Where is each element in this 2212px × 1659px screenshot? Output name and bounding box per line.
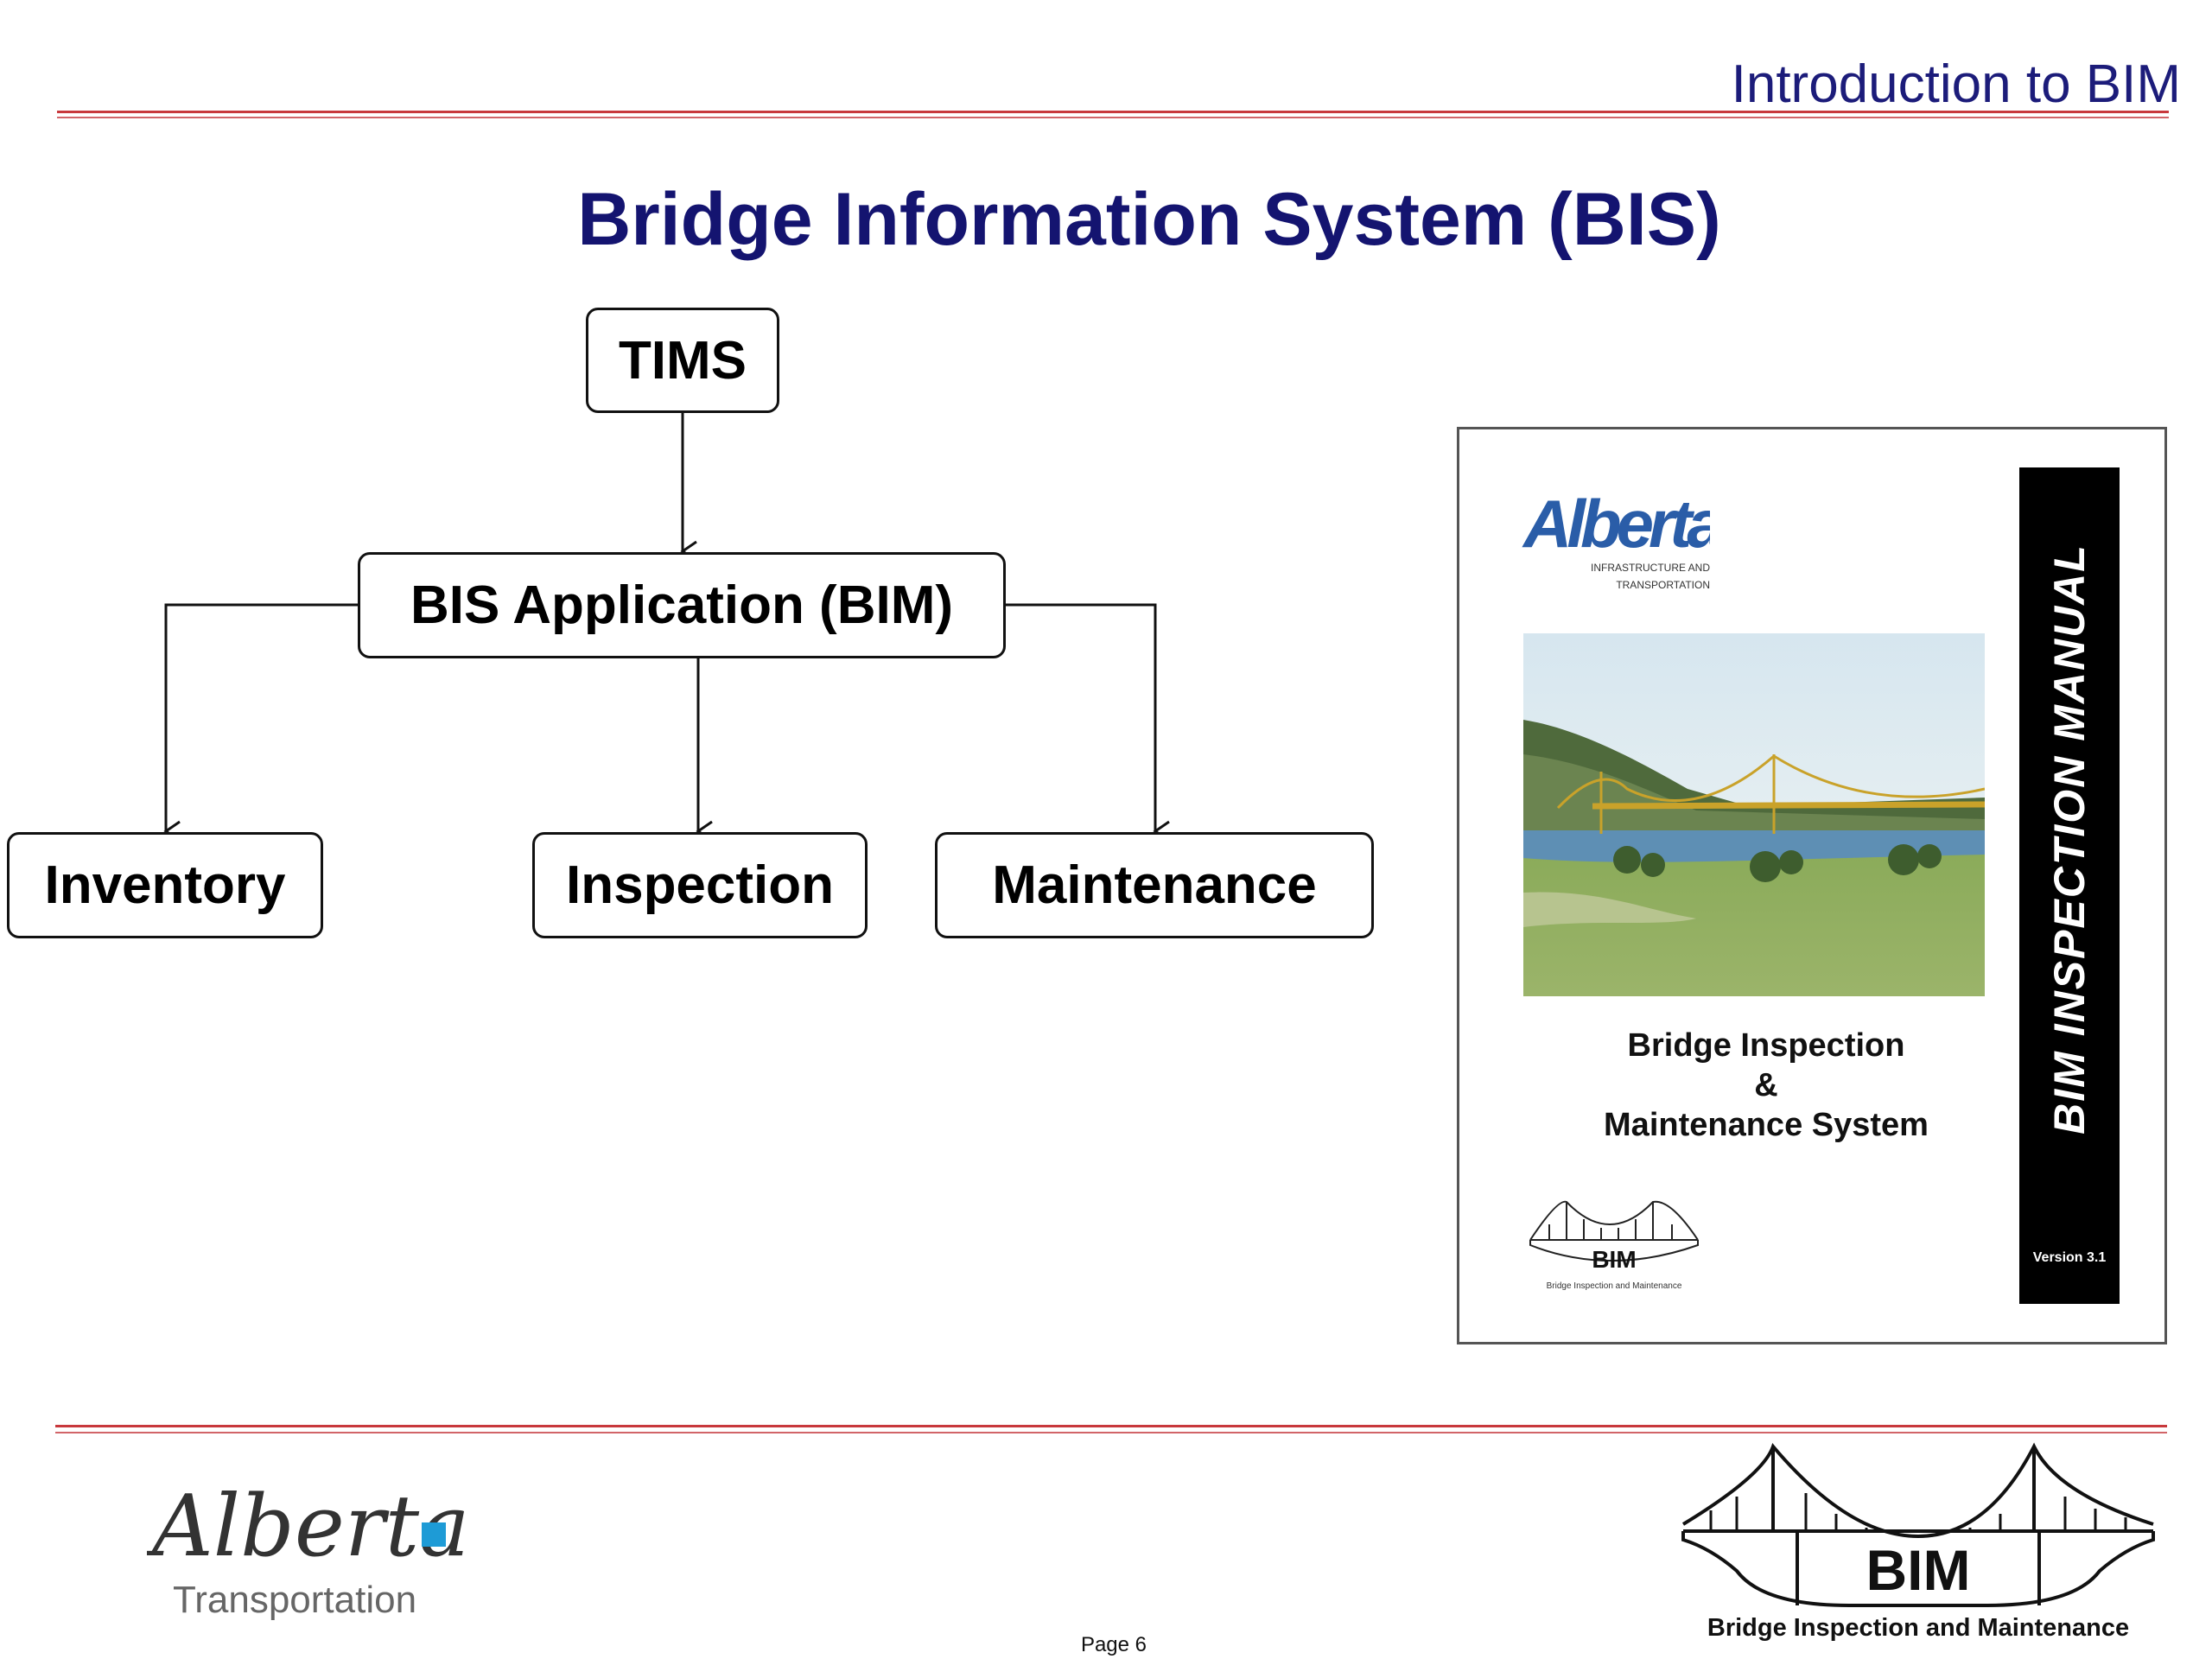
diagram-connectors bbox=[163, 413, 1170, 842]
footer-bim-caption: Bridge Inspection and Maintenance bbox=[1707, 1614, 2130, 1642]
node-maintenance: Maintenance bbox=[935, 832, 1374, 938]
edge-bis-inventory bbox=[163, 603, 358, 842]
node-bis-application: BIS Application (BIM) bbox=[358, 552, 1006, 658]
header-rule-secondary bbox=[57, 117, 2169, 118]
cover-title: Bridge Inspection & Maintenance System bbox=[1537, 1026, 1995, 1145]
cover-spine: BIM INSPECTION MANUAL Version 3.1 bbox=[2019, 467, 2120, 1304]
footer-rule-secondary bbox=[55, 1432, 2167, 1433]
section-title: Introduction to BIM bbox=[1731, 54, 2181, 114]
page-number: Page 6 bbox=[1080, 1633, 1147, 1656]
cover-bridge-photo bbox=[1523, 633, 1985, 996]
footer-alberta-logo-subtitle: Transportation bbox=[173, 1579, 416, 1621]
cover-bim-logo-caption: Bridge Inspection and Maintenance bbox=[1547, 1281, 1682, 1291]
cover-version: Version 3.1 bbox=[2032, 1250, 2107, 1265]
cover-alberta-logo: Alberta bbox=[1522, 486, 1710, 562]
cover-title-line3: Maintenance System bbox=[1604, 1107, 1929, 1143]
cover-logo-text: Alberta bbox=[1522, 486, 1710, 562]
footer-bim-logo-text: BIM bbox=[1866, 1538, 1971, 1602]
footer-alberta-logo-text: Alberta bbox=[147, 1478, 470, 1576]
cover-logo-subtitle: INFRASTRUCTURE AND TRANSPORTATION bbox=[1590, 562, 1710, 591]
node-inventory: Inventory bbox=[7, 832, 323, 938]
cover-title-line2: & bbox=[1754, 1067, 1778, 1103]
footer-alberta-accent bbox=[422, 1522, 446, 1547]
footer-rule bbox=[55, 1425, 2167, 1427]
footer-bim-logo: BIM bbox=[1681, 1442, 2155, 1607]
edge-bis-maintenance bbox=[1006, 603, 1170, 842]
footer-alberta-logo: Alberta Transportation bbox=[147, 1478, 470, 1621]
header-rule bbox=[57, 111, 2169, 113]
cover-bim-logo-text: BIM bbox=[1592, 1246, 1636, 1273]
node-tims: TIMS bbox=[586, 308, 779, 413]
cover-bim-logo: BIM Bridge Inspection and Maintenance bbox=[1529, 1200, 1699, 1291]
manual-cover-image: Alberta INFRASTRUCTURE AND TRANSPORTATIO… bbox=[1457, 427, 2167, 1344]
node-inspection: Inspection bbox=[532, 832, 868, 938]
cover-title-line1: Bridge Inspection bbox=[1627, 1027, 1905, 1064]
slide-title: Bridge Information System (BIS) bbox=[577, 178, 1721, 261]
cover-spine-text: BIM INSPECTION MANUAL bbox=[2045, 543, 2094, 1135]
